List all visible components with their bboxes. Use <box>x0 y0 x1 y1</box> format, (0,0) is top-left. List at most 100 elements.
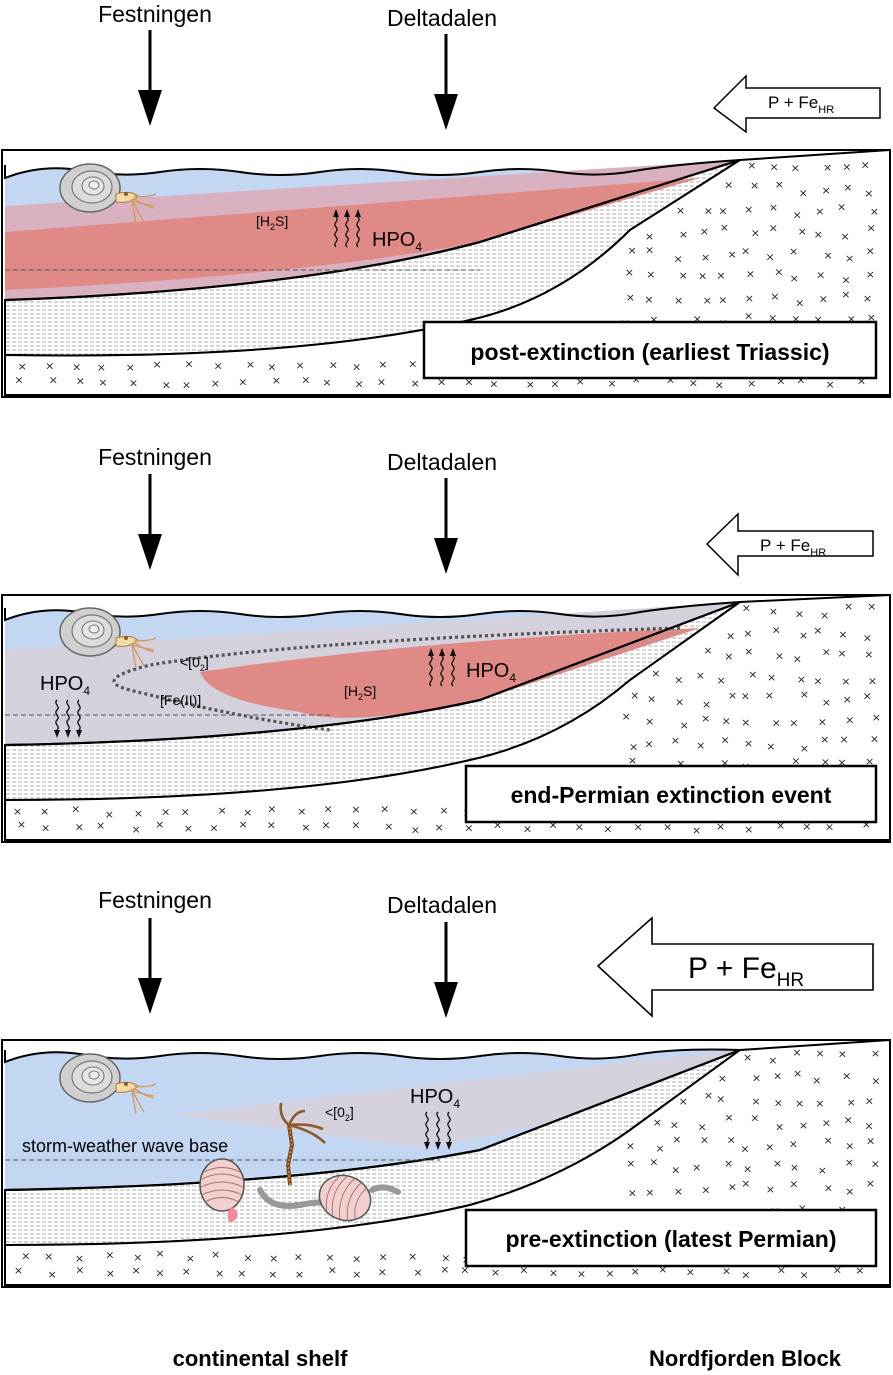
basement-x-mark: × <box>741 690 750 703</box>
basement-x-mark: × <box>692 1161 701 1174</box>
basement-x-mark: × <box>769 221 778 234</box>
basement-x-mark: × <box>863 631 872 644</box>
basement-x-mark: × <box>867 222 876 235</box>
basement-x-mark: × <box>649 1156 658 1169</box>
basement-x-mark: × <box>576 375 585 388</box>
basement-x-mark: × <box>726 630 735 643</box>
basement-x-mark: × <box>676 757 685 770</box>
basement-x-mark: × <box>722 714 731 727</box>
basement-x-mark: × <box>820 609 829 622</box>
bivalve-icon <box>199 1158 245 1212</box>
basement-x-mark: × <box>96 819 105 832</box>
location-label-festningen: Festningen <box>98 1 212 27</box>
panel-end-permian <box>1 593 891 843</box>
basement-x-mark: × <box>728 689 737 702</box>
basement-x-mark: × <box>41 822 50 835</box>
basement-x-mark: × <box>796 374 805 387</box>
nordfjorden-block-label: Nordfjorden Block <box>649 1346 842 1371</box>
basement-x-mark: × <box>297 805 306 818</box>
basement-x-mark: × <box>728 1181 737 1194</box>
basement-x-mark: × <box>132 1264 141 1277</box>
basement-x-mark: × <box>800 688 809 701</box>
basement-x-mark: × <box>845 714 854 727</box>
basement-x-mark: × <box>267 360 276 373</box>
basement-x-mark: × <box>721 734 730 747</box>
basement-x-mark: × <box>622 710 631 723</box>
basement-x-mark: × <box>790 272 799 285</box>
basement-x-mark: × <box>716 269 725 282</box>
basement-x-mark: × <box>411 823 420 836</box>
basement-x-mark: × <box>44 1250 53 1263</box>
basement-x-mark: × <box>14 1264 23 1277</box>
basement-x-mark: × <box>800 742 809 755</box>
panel-frame <box>1 149 891 398</box>
basement-x-mark: × <box>855 1264 864 1277</box>
basement-x-mark: × <box>651 667 660 680</box>
basement-x-mark: × <box>775 649 784 662</box>
basement-x-mark: × <box>791 313 800 326</box>
basement-x-mark: × <box>815 205 824 218</box>
basement-x-mark: × <box>752 1071 761 1084</box>
basement-x-mark: × <box>743 627 752 640</box>
basement-x-mark: × <box>644 738 653 751</box>
down-arrow-icon <box>432 32 460 132</box>
basement-x-mark: × <box>789 1178 798 1191</box>
location-markers-panel-3: Festningen Deltadalen <box>98 887 497 1020</box>
basement-x-mark: × <box>491 1266 500 1279</box>
basement-x-mark: × <box>246 358 255 371</box>
basement-x-mark: × <box>840 733 849 746</box>
basement-x-mark: × <box>328 1264 337 1277</box>
basement-x-mark: × <box>826 378 835 391</box>
basement-x-mark: × <box>822 696 831 709</box>
influx-label: P + FeHR <box>768 93 834 116</box>
basement-x-mark: × <box>676 204 685 217</box>
basement-x-mark: × <box>798 225 807 238</box>
basement-x-mark: × <box>872 711 881 724</box>
basement-x-mark: × <box>632 373 641 386</box>
basement-x-mark: × <box>689 377 698 390</box>
basement-x-mark: × <box>384 820 393 833</box>
basement-x-mark: × <box>325 1251 334 1264</box>
basement-x-mark: × <box>745 292 754 305</box>
basement-x-mark: × <box>680 719 689 732</box>
basement-x-mark: × <box>724 650 733 663</box>
sediment-surface <box>4 158 741 302</box>
basement-x-mark: × <box>838 1047 847 1060</box>
basement-x-mark: × <box>413 1266 422 1279</box>
basement-x-mark: × <box>716 1092 725 1105</box>
basement-x-mark: × <box>575 820 584 833</box>
basement-x-mark: × <box>724 1111 733 1124</box>
basement-x-mark: × <box>862 818 871 831</box>
basement-x-mark: × <box>296 359 305 372</box>
basement-x-mark: × <box>184 358 193 371</box>
down-arrow-icon <box>136 916 164 1016</box>
basement-x-mark: × <box>743 1051 752 1064</box>
basement-x-mark: × <box>822 184 831 197</box>
basement-x-mark: × <box>766 1183 775 1196</box>
basement-x-mark: × <box>815 1097 824 1110</box>
basement-x-mark: × <box>464 822 473 835</box>
basement-x-mark: × <box>865 755 874 768</box>
benthic-fauna <box>199 1101 401 1229</box>
basement-x-mark: × <box>75 821 84 834</box>
basement-x-mark: × <box>378 1266 387 1279</box>
hpo4-red-label: HPO4 <box>466 660 516 685</box>
basement-x-mark: × <box>773 1070 782 1083</box>
basement-x-mark: × <box>626 1157 635 1170</box>
basement-x-mark: × <box>238 376 247 389</box>
basement-x-mark: × <box>819 293 828 306</box>
basement-x-mark: × <box>272 374 281 387</box>
basement-x-mark: × <box>701 712 710 725</box>
basement-x-mark: × <box>549 1266 558 1279</box>
basement-x-mark: × <box>663 821 672 834</box>
basement-x-mark: × <box>843 181 852 194</box>
basement-x-mark: × <box>155 1247 164 1260</box>
o2-label: <[02] <box>325 1104 354 1123</box>
basement-x-mark: × <box>798 1201 807 1214</box>
basement-x-mark: × <box>645 244 654 257</box>
basement-x-mark: × <box>825 820 834 833</box>
basement-x-mark: × <box>842 1070 851 1083</box>
basement-x-mark: × <box>377 376 386 389</box>
basement-x-mark: × <box>793 1067 802 1080</box>
basement-x-mark: × <box>863 690 872 703</box>
